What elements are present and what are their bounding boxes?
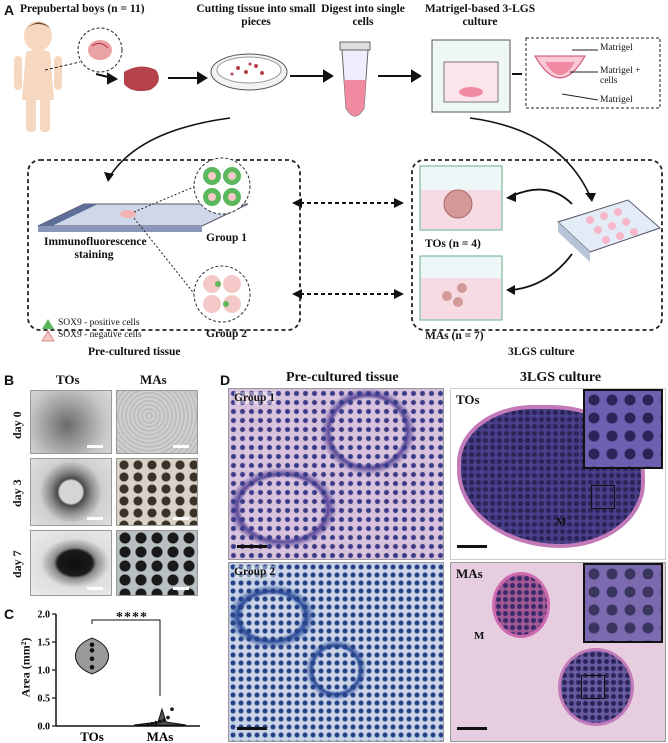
y-tick-label: 1.5: [38, 638, 51, 649]
point-mas: [154, 720, 158, 725]
panel-b-col-tos: TOs: [56, 372, 80, 387]
point-mas: [146, 723, 150, 727]
group2-label: Group 2: [206, 328, 248, 340]
tos-histology-label: TOs: [456, 392, 480, 407]
histology-tos: [450, 388, 666, 560]
tissue-piece-icon: [124, 66, 159, 92]
testis-zoom-icon: [44, 27, 123, 73]
row-label-day7: day 7: [10, 550, 24, 578]
matrigel-label-bottom: Matrigel: [600, 95, 633, 105]
legend-sox9-positive: SOX9 - positive cells: [58, 318, 140, 328]
step-label-digest: Digest into single cells: [321, 3, 405, 28]
point-mas: [150, 721, 154, 726]
tos-count-label: TOs (n = 4): [425, 238, 481, 250]
flow-arrows: [95, 69, 522, 85]
point-mas: [158, 719, 162, 724]
point-mas: [166, 715, 170, 720]
petri-dish-icon: [210, 53, 288, 91]
panel-b-col-mas: MAs: [140, 372, 167, 387]
point-tos: [89, 656, 95, 662]
mas-histology-label: MAs: [456, 566, 483, 581]
3lgs-box: [411, 159, 663, 331]
violin-tos: [75, 637, 109, 675]
violin-mas: [133, 707, 187, 726]
micrograph-mas-day7: [116, 530, 198, 596]
group2-histology-label: Group 2: [234, 566, 276, 578]
panel-label-d: D: [220, 372, 231, 388]
step-label-culture: Matrigel-based 3-LGS culture: [424, 3, 536, 28]
panel-label-a: A: [4, 2, 15, 18]
group1-histology-label: Group 1: [234, 392, 276, 404]
matrigel-label-mid: Matrigel + cells: [600, 66, 641, 86]
child-figure-icon: [14, 21, 62, 132]
y-tick-label: 0.0: [38, 722, 51, 733]
x-tick-label: TOs: [80, 729, 104, 743]
mas-well-icon: [419, 255, 503, 321]
point-tos: [89, 648, 95, 653]
transwell-icon: [431, 39, 511, 113]
panel-d-left-title: Pre-cultured tissue: [286, 370, 399, 385]
matrigel-label-top: Matrigel: [600, 43, 633, 53]
point-mas: [170, 707, 174, 711]
legend-sox9-negative: SOX9 - negative cells: [58, 330, 142, 340]
tube-icon: [339, 41, 371, 117]
y-tick-label: 2.0: [38, 610, 51, 621]
panel-d-right-title: 3LGS culture: [520, 370, 602, 385]
point-tos: [89, 642, 95, 648]
histology-group2: [228, 562, 444, 742]
row-label-day0: day 0: [10, 411, 24, 439]
panel-a-illustration: [14, 21, 663, 342]
panel-label-b: B: [4, 372, 15, 388]
well-plate-icon: [557, 199, 661, 262]
tos-matrigel-label: M: [556, 516, 567, 528]
y-tick-label: 1.0: [38, 666, 51, 677]
slide-icon: [37, 203, 249, 232]
step-label-cutting: Cutting tissue into small pieces: [196, 3, 316, 28]
panel-label-c: C: [4, 606, 15, 622]
group1-label: Group 1: [206, 232, 248, 244]
3lgs-culture-title: 3LGS culture: [508, 346, 575, 358]
x-tick-label: MAs: [147, 729, 174, 743]
micrograph-tos-day3: [30, 458, 112, 526]
matrigel-zoom-box: [525, 37, 661, 109]
significance-bracket: [91, 619, 161, 696]
point-tos: [89, 664, 95, 670]
tos-well-icon: [419, 165, 503, 231]
double-arrows: [300, 202, 396, 295]
if-staining-label: Immunofluorescence staining: [44, 236, 147, 261]
histology-mas: [450, 562, 666, 742]
y-tick-label: 0.5: [38, 694, 51, 705]
mas-count-label: MAs (n = 7): [425, 330, 484, 342]
micrograph-mas-day0: [116, 390, 198, 454]
mas-matrigel-label: M: [474, 630, 485, 642]
row-label-day3: day 3: [10, 479, 24, 507]
micrograph-mas-day3: [116, 458, 198, 526]
sox9-positive-icon: [42, 319, 54, 329]
sox9-negative-icon: [41, 330, 55, 342]
pre-cultured-title: Pre-cultured tissue: [88, 346, 181, 358]
group2-circle-icon: [193, 265, 251, 323]
step-label-boys: Prepubertal boys (n = 11): [20, 3, 145, 15]
point-mas: [162, 718, 166, 723]
micrograph-tos-day0: [30, 390, 112, 454]
histology-group1: [228, 388, 444, 560]
pre-cultured-box: [27, 159, 301, 331]
significance-label: ****: [116, 610, 148, 625]
micrograph-tos-day7: [30, 530, 112, 596]
group1-circle-icon: [193, 157, 251, 215]
